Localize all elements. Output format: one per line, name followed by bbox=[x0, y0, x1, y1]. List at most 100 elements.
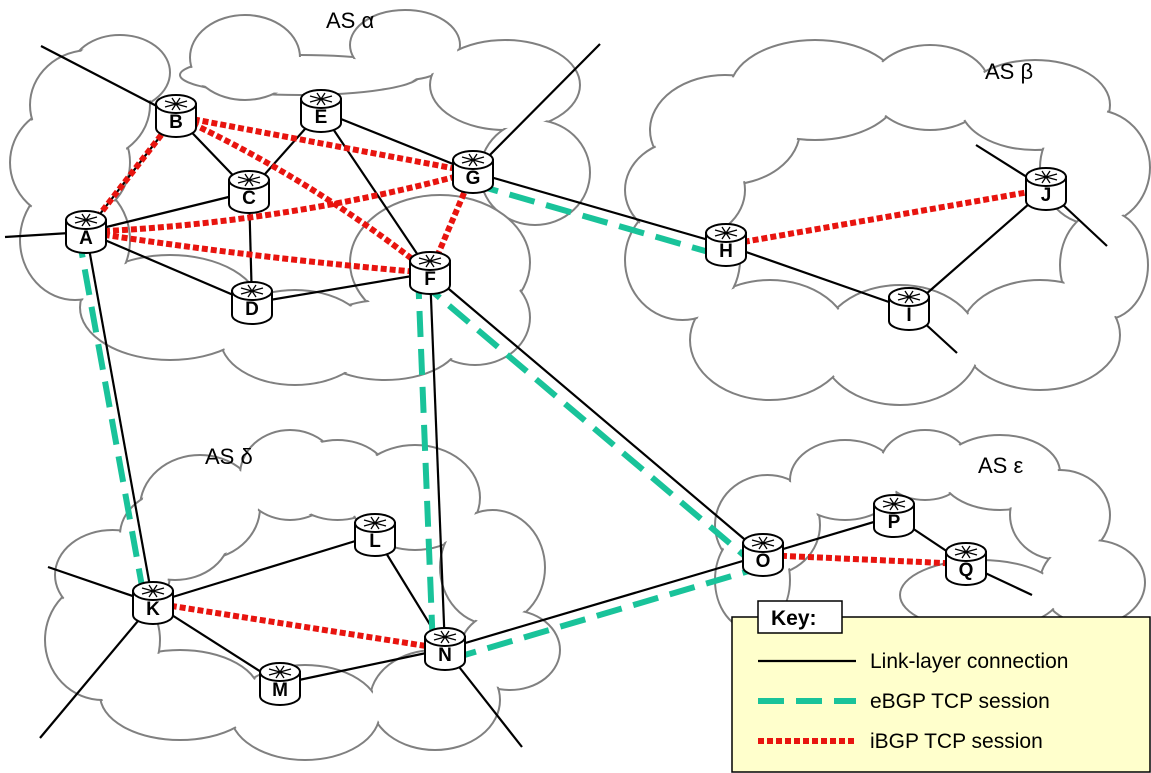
ebgp-session-A-K bbox=[75, 231, 148, 604]
link-F-N bbox=[428, 272, 447, 650]
cloud-beta-fill bbox=[627, 142, 743, 238]
ibgp-session-H-J bbox=[725, 186, 1047, 248]
cloud-delta-fill bbox=[442, 512, 543, 623]
cloud-beta-fill bbox=[732, 42, 898, 138]
ebgp-session-G-H bbox=[472, 181, 727, 260]
router-label: B bbox=[169, 112, 183, 133]
as-clouds bbox=[9, 9, 1151, 761]
cloud-epsilon-fill bbox=[902, 562, 1058, 628]
router-arrows-icon bbox=[433, 630, 457, 644]
link-I-J bbox=[908, 188, 1047, 310]
router-P: P bbox=[873, 494, 915, 538]
legend-title: Key: bbox=[771, 607, 817, 630]
cloud-epsilon-fill bbox=[1042, 542, 1143, 623]
link-K-M bbox=[152, 602, 281, 685]
router-label: P bbox=[888, 512, 901, 533]
ibgp-session-A-F bbox=[85, 229, 431, 276]
cloud-delta-fill bbox=[462, 612, 558, 688]
cloud-alpha-fill bbox=[192, 17, 298, 98]
router-H: H bbox=[705, 223, 747, 267]
router-arrows-icon bbox=[897, 290, 921, 304]
router-label: N bbox=[438, 645, 452, 666]
legend-key: Key: Link-layer connection eBGP TCP sess… bbox=[731, 600, 1151, 773]
link-A-K bbox=[84, 231, 155, 604]
router-label: I bbox=[906, 305, 911, 326]
router-label: O bbox=[756, 551, 771, 572]
router-arrows-icon bbox=[363, 516, 387, 530]
router-arrows-icon bbox=[418, 254, 442, 268]
link-N-O bbox=[444, 553, 764, 651]
cloud-beta-fill bbox=[692, 282, 848, 398]
router-B: B bbox=[155, 94, 197, 138]
router-K: K bbox=[132, 581, 174, 625]
link-K-L bbox=[152, 533, 376, 605]
router-arrows-icon bbox=[268, 665, 292, 679]
router-M: M bbox=[259, 662, 301, 706]
ibgp-session-K-N bbox=[152, 600, 446, 652]
router-arrows-icon bbox=[1034, 170, 1058, 184]
ebgp-session-N-O bbox=[450, 562, 770, 662]
router-G: G bbox=[452, 150, 494, 194]
router-label: A bbox=[79, 228, 93, 249]
ebgp-session-F-N bbox=[415, 272, 436, 650]
router-arrows-icon bbox=[882, 497, 906, 511]
cloud-epsilon bbox=[714, 429, 1146, 631]
router-label: K bbox=[146, 599, 160, 620]
router-arrows-icon bbox=[714, 226, 738, 240]
router-arrows-icon bbox=[461, 153, 485, 167]
router-arrows-icon bbox=[309, 92, 333, 106]
router-arrows-icon bbox=[141, 584, 165, 598]
cloud-beta-fill bbox=[1042, 112, 1148, 223]
link-E-G bbox=[320, 109, 474, 174]
router-J: J bbox=[1025, 167, 1067, 211]
router-Q: Q bbox=[945, 542, 987, 586]
router-arrows-icon bbox=[954, 545, 978, 559]
cloud-epsilon-fill bbox=[1012, 472, 1108, 558]
router-label: D bbox=[245, 299, 259, 320]
router-label: Q bbox=[959, 560, 974, 581]
router-label: F bbox=[424, 269, 436, 290]
cloud-epsilon-fill bbox=[792, 442, 898, 518]
link-A-D bbox=[85, 230, 253, 305]
link-D-F bbox=[251, 271, 431, 305]
ebgp-session-F-O bbox=[418, 278, 755, 566]
as-label-beta: AS β bbox=[985, 59, 1033, 84]
external-link-K bbox=[39, 602, 154, 739]
cloud-beta-fill bbox=[822, 287, 978, 403]
ebgp-sessions bbox=[75, 181, 770, 662]
router-L: L bbox=[354, 513, 396, 557]
router-label: M bbox=[272, 680, 288, 701]
ibgp-session-B-G bbox=[175, 113, 474, 175]
link-H-I bbox=[725, 243, 910, 311]
legend-link-layer-label: Link-layer connection bbox=[870, 650, 1068, 673]
router-F: F bbox=[409, 251, 451, 295]
router-arrows-icon bbox=[164, 97, 188, 111]
cloud-beta-fill bbox=[962, 282, 1118, 388]
router-arrows-icon bbox=[240, 284, 264, 298]
router-label: G bbox=[466, 168, 481, 189]
external-link-G bbox=[472, 43, 601, 173]
router-I: I bbox=[888, 287, 930, 331]
router-arrows-icon bbox=[74, 213, 98, 227]
external-link-B bbox=[40, 45, 177, 117]
router-A: A bbox=[65, 210, 107, 254]
link-A-C bbox=[85, 190, 250, 234]
router-arrows-icon bbox=[751, 536, 775, 550]
cloud-alpha-fill bbox=[82, 257, 258, 358]
router-label: J bbox=[1041, 185, 1052, 206]
router-label: H bbox=[719, 241, 733, 262]
router-C: C bbox=[228, 170, 270, 214]
router-E: E bbox=[300, 89, 342, 133]
legend-title-box bbox=[757, 600, 843, 634]
router-O: O bbox=[742, 533, 784, 577]
router-D: D bbox=[231, 281, 273, 325]
legend-box bbox=[731, 616, 1151, 773]
link-F-O bbox=[429, 272, 764, 556]
cloud-delta-fill bbox=[232, 667, 378, 758]
cloud-beta bbox=[624, 39, 1151, 406]
cloud-alpha-fill bbox=[32, 52, 148, 158]
legend-ebgp-label: eBGP TCP session bbox=[870, 690, 1050, 713]
as-label-delta: AS δ bbox=[205, 444, 253, 469]
link-G-H bbox=[472, 170, 727, 247]
